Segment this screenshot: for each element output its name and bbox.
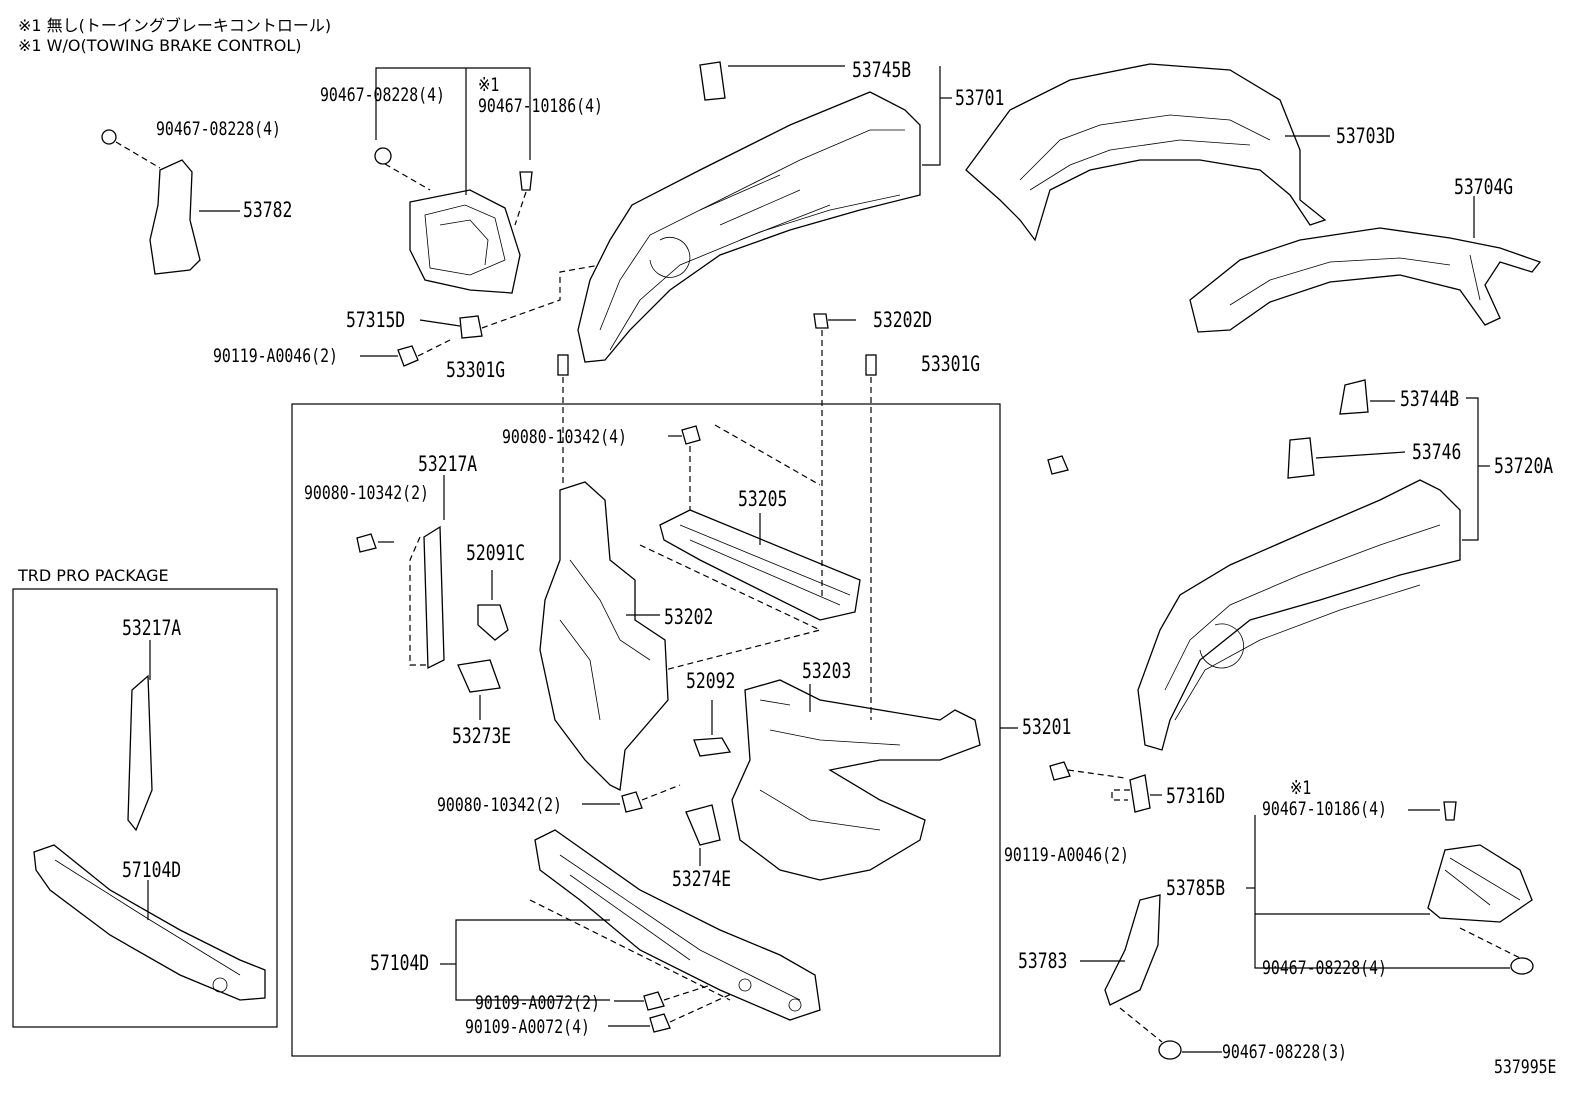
label-53202D: 53202D [873, 308, 933, 332]
package-label: TRD PRO PACKAGE [18, 566, 169, 585]
label-53301G-left: 53301G [446, 358, 506, 382]
label-90080-10342-4: 90080-10342(4) [502, 426, 627, 448]
label-90467-08228-4-center: 90467-08228(4) [320, 84, 445, 106]
label-53701: 53701 [955, 86, 1005, 110]
note-line-japanese: ※1 無し(トーイングブレーキコントロール) [18, 16, 332, 35]
label-53703D: 53703D [1336, 124, 1396, 148]
label-53301G-right: 53301G [921, 352, 981, 376]
reinforcement-57104D-drawing [440, 829, 821, 1021]
brackets-drawing [457, 570, 732, 866]
label-53720A: 53720A [1494, 454, 1554, 478]
label-53217A-trd: 53217A [122, 616, 182, 640]
label-53704G: 53704G [1454, 175, 1514, 199]
splash-shield-assembly-drawing [360, 67, 601, 367]
label-53744B: 53744B [1400, 387, 1460, 411]
main-assembly-frame [291, 403, 1001, 1057]
inner-fender-53704G-drawing [1189, 196, 1542, 333]
label-90109-A0072-4: 90109-A0072(4) [465, 1016, 590, 1038]
label-53783: 53783 [1018, 949, 1068, 973]
note-line-english: ※1 W/O(TOWING BRAKE CONTROL) [18, 36, 302, 55]
label-53217A-main: 53217A [418, 452, 478, 476]
crossmember-53205-drawing [639, 424, 861, 671]
fasteners-drawing [557, 313, 877, 1033]
label-57316D: 57316D [1166, 784, 1226, 808]
label-90467-10186-4-bottom: 90467-10186(4) [1262, 798, 1387, 820]
label-note-mark-1: ※1 [478, 74, 500, 96]
inner-fender-53703D-drawing [965, 63, 1330, 242]
trd-pro-package-frame [12, 588, 278, 1028]
radiator-support-53202-drawing [539, 481, 669, 791]
label-90467-08228-3: 90467-08228(3) [1222, 1041, 1347, 1063]
label-90080-10342-2-bottom: 90080-10342(2) [437, 794, 562, 816]
label-52091C: 52091C [466, 541, 526, 565]
label-57104D-trd: 57104D [122, 858, 182, 882]
apron-53720A-drawing [1047, 379, 1490, 813]
label-90467-10186-4-top: 90467-10186(4) [478, 95, 603, 117]
shield-53785B-drawing [1246, 801, 1534, 975]
label-90467-08228-4-bottom: 90467-08228(4) [1262, 957, 1387, 979]
label-53746: 53746 [1412, 440, 1462, 464]
apron-53701-drawing [577, 61, 952, 363]
label-90119-A0046-2-right: 90119-A0046(2) [1004, 844, 1129, 866]
label-57315D: 57315D [346, 308, 406, 332]
trd-pro-parts-drawing [33, 640, 266, 1001]
label-90119-A0046-2-left: 90119-A0046(2) [213, 345, 338, 367]
label-52092: 52092 [686, 669, 736, 693]
label-note-mark-2: ※1 [1290, 777, 1312, 799]
label-53202: 53202 [664, 605, 714, 629]
label-53745B: 53745B [852, 58, 912, 82]
label-53205: 53205 [738, 487, 788, 511]
label-53782: 53782 [243, 198, 293, 222]
label-57104D-main: 57104D [370, 951, 430, 975]
label-90109-A0072-2: 90109-A0072(2) [475, 992, 600, 1014]
shield-53783-drawing [1080, 894, 1222, 1060]
label-90467-08228-4-topleft: 90467-08228(4) [156, 118, 281, 140]
diagram-id: 537995E [1494, 1056, 1557, 1078]
radiator-support-53203-drawing [731, 679, 981, 881]
brace-53217A-drawing [356, 475, 445, 670]
shield-53782-drawing [101, 129, 240, 275]
label-90080-10342-2-left: 90080-10342(2) [304, 482, 429, 504]
label-53785B: 53785B [1166, 876, 1226, 900]
label-53201: 53201 [1022, 715, 1072, 739]
label-53274E: 53274E [672, 867, 732, 891]
label-53273E: 53273E [452, 724, 512, 748]
label-53203: 53203 [802, 659, 852, 683]
